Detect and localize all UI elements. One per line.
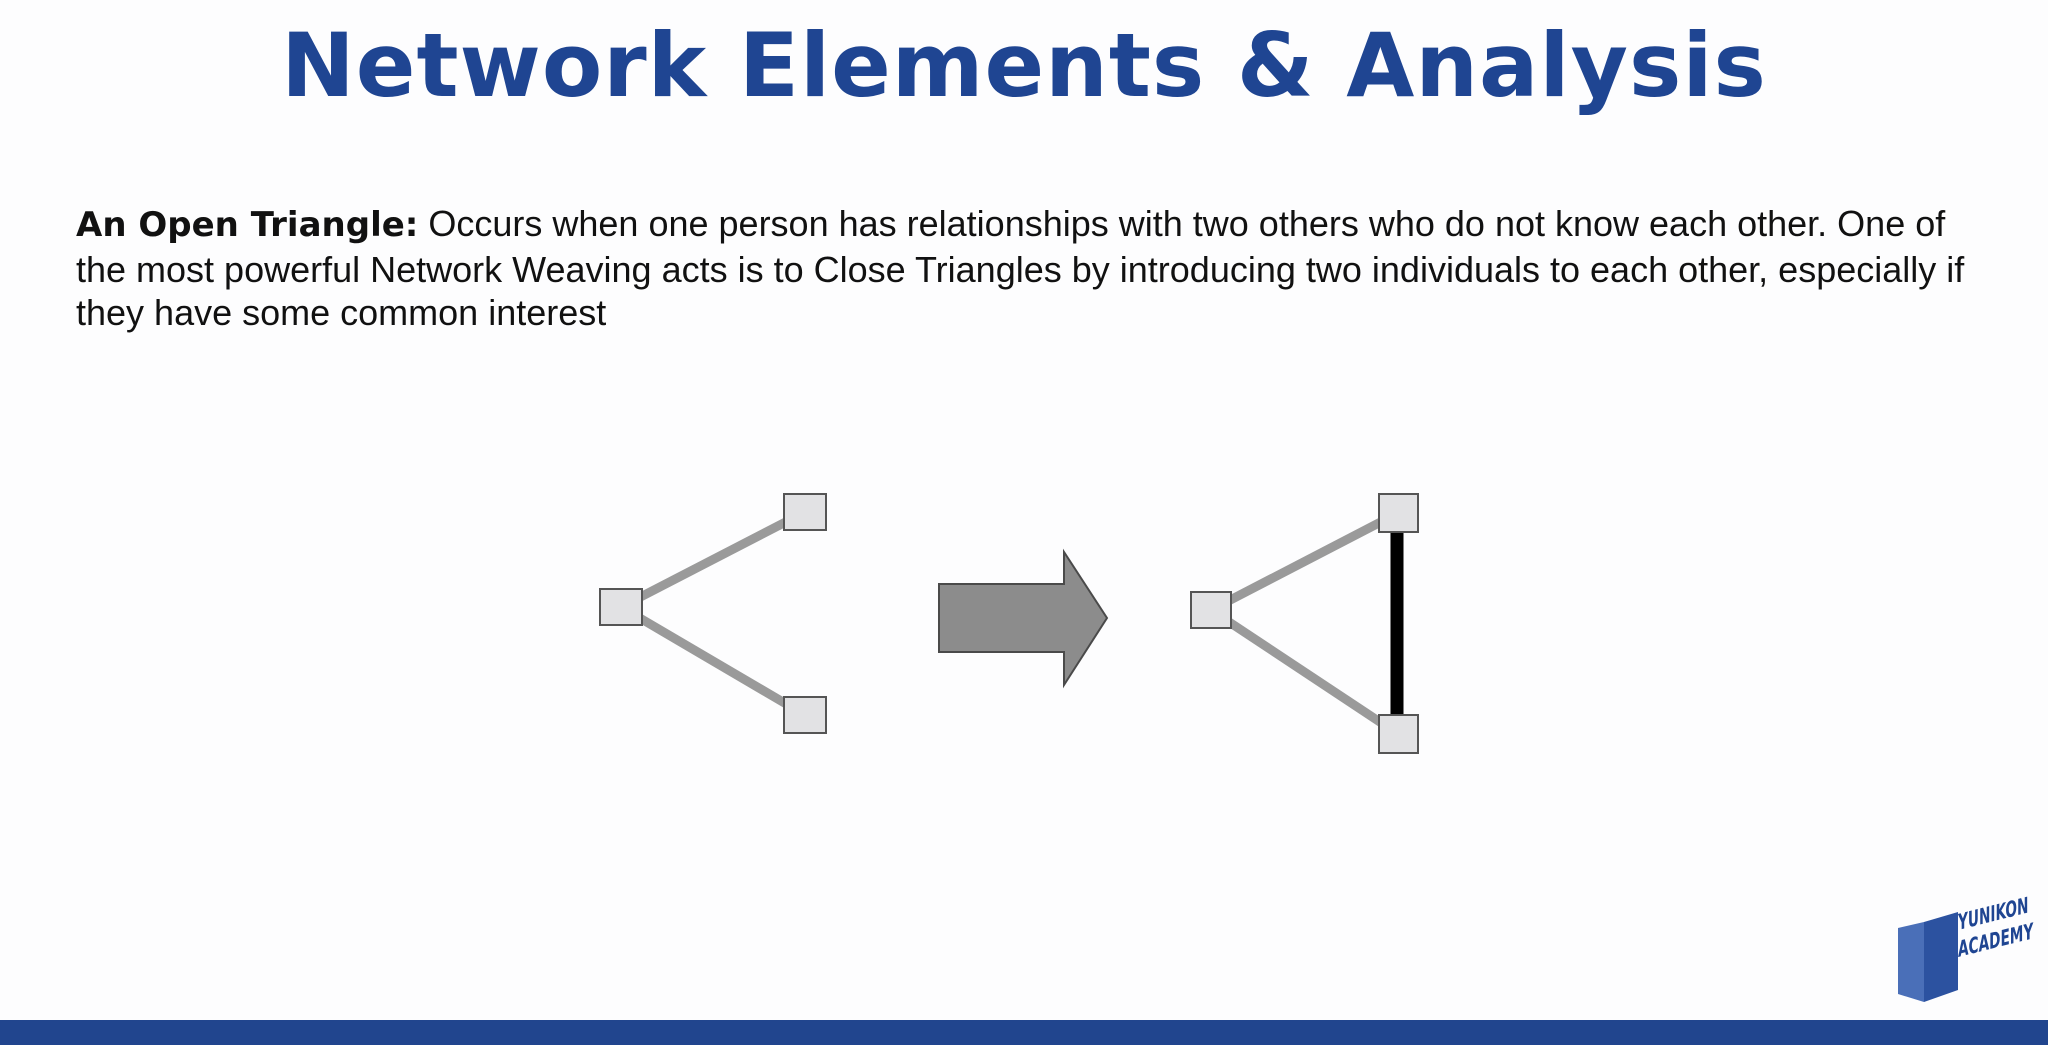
tie-left-top (618, 508, 808, 611)
academy-logo (1898, 912, 1958, 1002)
tie-right-top (1208, 509, 1401, 614)
node-bottom (1378, 714, 1419, 754)
slide-title: Network Elements & Analysis (281, 14, 1767, 117)
closed-triangle (1190, 493, 1419, 754)
tie-right-bottom (1208, 606, 1401, 738)
open-triangle (599, 493, 827, 734)
definition-term: An Open Triangle: (76, 205, 419, 245)
transition-arrow (938, 548, 1109, 689)
tie-left-bottom (618, 603, 808, 719)
definition-paragraph: An Open Triangle: Occurs when one person… (76, 202, 1996, 335)
node-center (599, 588, 643, 626)
footer-bar (0, 1020, 2048, 1045)
node-top (783, 493, 827, 531)
node-bottom (783, 696, 827, 734)
definition-text: Occurs when one person has relationships… (76, 203, 1965, 333)
logo-text: YUNIKON ACADEMY (1958, 893, 2033, 964)
node-top (1378, 493, 1419, 533)
node-center (1190, 591, 1232, 629)
